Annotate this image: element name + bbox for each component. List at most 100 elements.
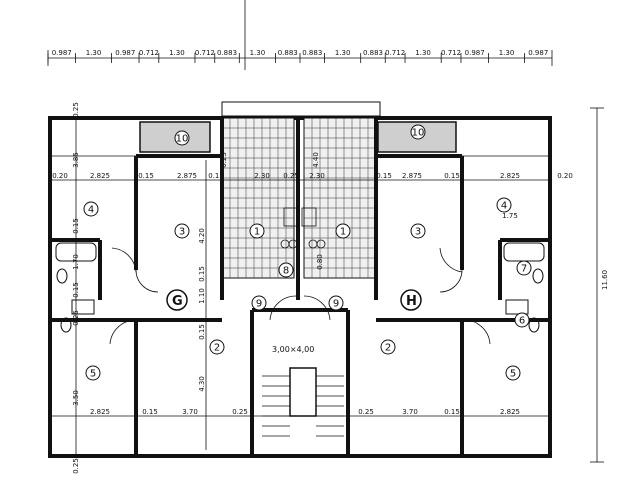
room-number: 2 <box>385 343 391 354</box>
central-dim: 4.20 <box>198 228 206 244</box>
room-number-circle <box>496 197 512 213</box>
room-number-circle <box>174 130 190 146</box>
upper-row-dim: 2.825 <box>90 172 110 180</box>
top-dim-label: 1.30 <box>169 49 185 57</box>
room-number-circle <box>505 365 521 381</box>
left-dim: 0.15 <box>72 282 80 298</box>
room-number-circle <box>380 339 396 355</box>
room-number-circle <box>251 295 267 311</box>
room-number: 9 <box>256 299 262 310</box>
room-number-circle <box>516 260 532 276</box>
lower-row-dim: 0.15 <box>142 408 158 416</box>
room-number: 3 <box>179 227 185 238</box>
bathroom-right-fixtures <box>503 242 545 333</box>
lower-row-dim: 2.825 <box>90 408 110 416</box>
upper-row-dim: 0.15 <box>444 172 460 180</box>
room-number-circle <box>278 262 294 278</box>
left-dim: 3.50 <box>72 390 80 406</box>
lower-dimension-row: 2.825 0.15 3.70 0.25 0.25 3.70 0.15 2.825 <box>50 408 550 417</box>
top-dim-label: 0.712 <box>385 49 405 57</box>
upper-row-dim: 2.30 <box>309 172 325 180</box>
upper-row-dim: 2.875 <box>402 172 422 180</box>
top-dim-label: 0.883 <box>363 49 383 57</box>
upper-row-dim: 0.20 <box>557 172 573 180</box>
room-number: 5 <box>510 369 516 380</box>
top-dim-label: 0.883 <box>278 49 298 57</box>
central-dim: 0.25 <box>220 152 228 168</box>
lower-row-dim: 3.70 <box>182 408 198 416</box>
room-number-circle <box>335 223 351 239</box>
lower-row-dim: 0.25 <box>358 408 374 416</box>
room-number-circle <box>410 223 426 239</box>
top-dim-label: 0.883 <box>302 49 322 57</box>
top-dim-label: 1.30 <box>499 49 515 57</box>
kitchen-left-tiles <box>221 117 295 279</box>
top-dim-label: 0.987 <box>465 49 485 57</box>
central-dim: 1.75 <box>502 212 518 220</box>
top-dim-label: 0.987 <box>528 49 548 57</box>
room-number: 4 <box>501 201 507 212</box>
apartment-label-g: G <box>166 289 188 311</box>
top-dim-label: 0.987 <box>115 49 135 57</box>
top-dim-label: 1.30 <box>335 49 351 57</box>
room-number: 4 <box>88 205 94 216</box>
lower-row-dim: 2.825 <box>500 408 520 416</box>
left-dim: 0.25 <box>72 310 80 326</box>
top-dim-label: 1.30 <box>250 49 266 57</box>
stairwell <box>262 367 344 437</box>
room-number-circle <box>83 201 99 217</box>
upper-row-dim: 0.25 <box>283 172 299 180</box>
upper-row-dim: 0.15 <box>138 172 154 180</box>
stair-caption: 3,00×4,00 <box>272 345 314 354</box>
central-dim: 1.10 <box>198 288 206 304</box>
upper-dimension-row: 0.20 2.825 0.15 2.875 0.15 2.30 0.25 2.30 0.15 2.… <box>50 172 573 181</box>
central-dim: 0.80 <box>316 254 324 270</box>
upper-row-dim: 2.825 <box>500 172 520 180</box>
room-number: 5 <box>90 369 96 380</box>
left-dim: 0.25 <box>72 458 80 474</box>
kitchen-right-tiles <box>303 117 377 279</box>
lower-row-dim: 3.70 <box>402 408 418 416</box>
central-dim: 4.30 <box>198 376 206 392</box>
balcony-left <box>139 121 211 153</box>
room-number-circle <box>249 223 265 239</box>
room-number: 2 <box>214 343 220 354</box>
left-dim: 0.15 <box>72 218 80 234</box>
room-number-circle <box>85 365 101 381</box>
left-dim: 3.85 <box>72 152 80 168</box>
room-number: 6 <box>519 316 525 327</box>
room-number: 8 <box>283 266 289 277</box>
right-dimension-line: 11.60 <box>590 107 609 463</box>
total-depth-label: 11.60 <box>601 270 609 290</box>
room-number-circle <box>209 339 225 355</box>
top-dim-label: 1.30 <box>415 49 431 57</box>
upper-row-dim: 0.20 <box>52 172 68 180</box>
lower-row-dim: 0.25 <box>232 408 248 416</box>
left-dim: 1.70 <box>72 254 80 270</box>
central-dim: 0.15 <box>198 324 206 340</box>
stove-symbols <box>280 207 326 249</box>
central-dim: 0.15 <box>198 266 206 282</box>
room-number-circle <box>514 312 530 328</box>
top-dim-label: 0.712 <box>195 49 215 57</box>
upper-row-dim: 0.15 <box>208 172 224 180</box>
top-balcony-rail <box>221 101 381 117</box>
room-number: 10 <box>412 128 425 139</box>
room-number: 3 <box>415 227 421 238</box>
svg-text:H: H <box>406 294 417 309</box>
upper-row-dim: 2.30 <box>254 172 270 180</box>
room-number: 9 <box>333 299 339 310</box>
top-dim-label: 0.987 <box>52 49 72 57</box>
svg-text:G: G <box>172 294 183 309</box>
left-dim: 0.25 <box>72 102 80 118</box>
apartment-label-h: H <box>400 289 422 311</box>
top-dim-label: 0.712 <box>441 49 461 57</box>
top-dim-label: 0.883 <box>217 49 237 57</box>
lower-row-dim: 0.15 <box>444 408 460 416</box>
top-dim-label: 0.712 <box>139 49 159 57</box>
door-swings <box>109 247 491 345</box>
room-number: 10 <box>176 134 189 145</box>
